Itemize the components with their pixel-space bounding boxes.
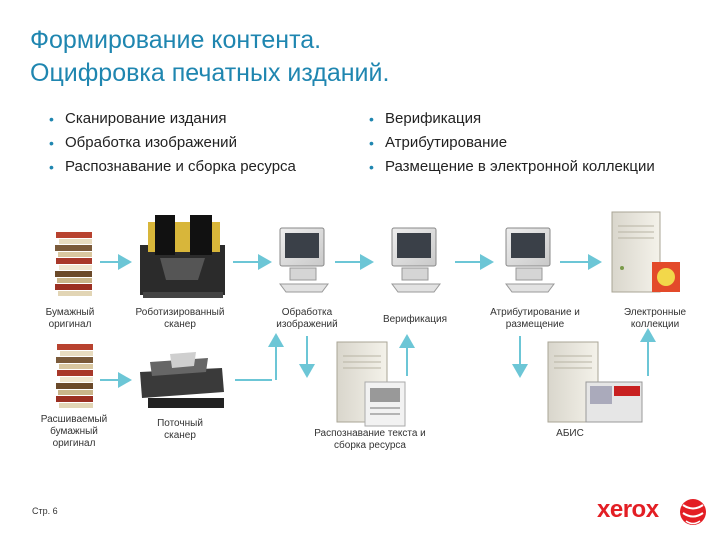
server-icon (337, 342, 405, 426)
label-paper-original: Бумажный оригинал (40, 307, 100, 331)
xerox-logo-icon (680, 499, 706, 525)
computer-icon (280, 228, 328, 292)
brand-wordmark: xerox (597, 496, 659, 524)
label-ocr-assembly: Распознавание текста и сборка ресурса (305, 428, 435, 452)
label-image-processing: Обработка изображений (268, 307, 346, 331)
label-robot-scanner: Роботизированный сканер (130, 307, 230, 331)
server-icon (612, 212, 680, 292)
stacked-books-icon (56, 344, 93, 408)
label-verification: Верификация (375, 314, 455, 326)
page-number: Стр. 6 (32, 506, 58, 516)
label-cut-original: Расшиваемый бумажный оригинал (34, 414, 114, 450)
computer-icon (506, 228, 554, 292)
computer-icon (392, 228, 440, 292)
server-icon (548, 342, 642, 422)
robotic-scanner-icon (140, 215, 225, 298)
flatbed-scanner-icon (140, 352, 224, 408)
stacked-books-icon (55, 232, 92, 296)
label-attribution: Атрибутирование и размещение (480, 307, 590, 331)
label-e-collection: Электронные коллекции (615, 307, 695, 331)
label-flow-scanner: Поточный сканер (140, 418, 220, 442)
label-abis: АБИС (540, 428, 600, 440)
